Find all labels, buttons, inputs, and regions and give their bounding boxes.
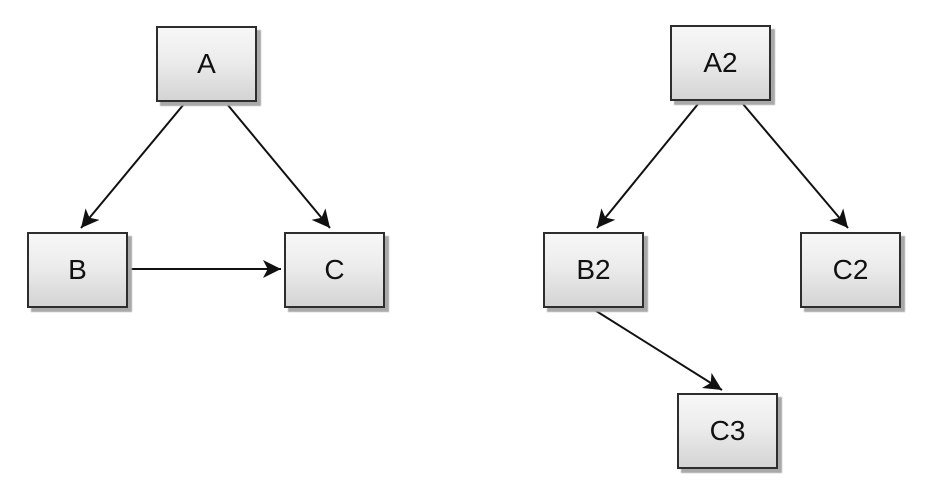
node-C2-label: C2 — [832, 254, 869, 285]
node-A2[interactable]: A2 — [670, 25, 771, 101]
node-B2-label: B2 — [576, 254, 611, 285]
node-A-label: A — [197, 48, 216, 79]
edge-A2-C2 — [742, 103, 849, 229]
node-A2-label: A2 — [703, 47, 738, 78]
edge-A2-B2 — [596, 103, 699, 229]
edge-B2-C3 — [592, 308, 723, 391]
edge-A-B — [80, 103, 185, 229]
node-C3[interactable]: C3 — [677, 393, 778, 469]
node-B-label: B — [68, 254, 87, 285]
node-B2[interactable]: B2 — [543, 232, 644, 308]
edge-A-C — [226, 103, 331, 229]
node-C3-label: C3 — [709, 415, 746, 446]
node-C2[interactable]: C2 — [800, 232, 901, 308]
node-C-label: C — [324, 254, 345, 285]
node-B[interactable]: B — [27, 232, 128, 308]
node-C[interactable]: C — [284, 232, 385, 308]
node-A[interactable]: A — [156, 26, 257, 102]
